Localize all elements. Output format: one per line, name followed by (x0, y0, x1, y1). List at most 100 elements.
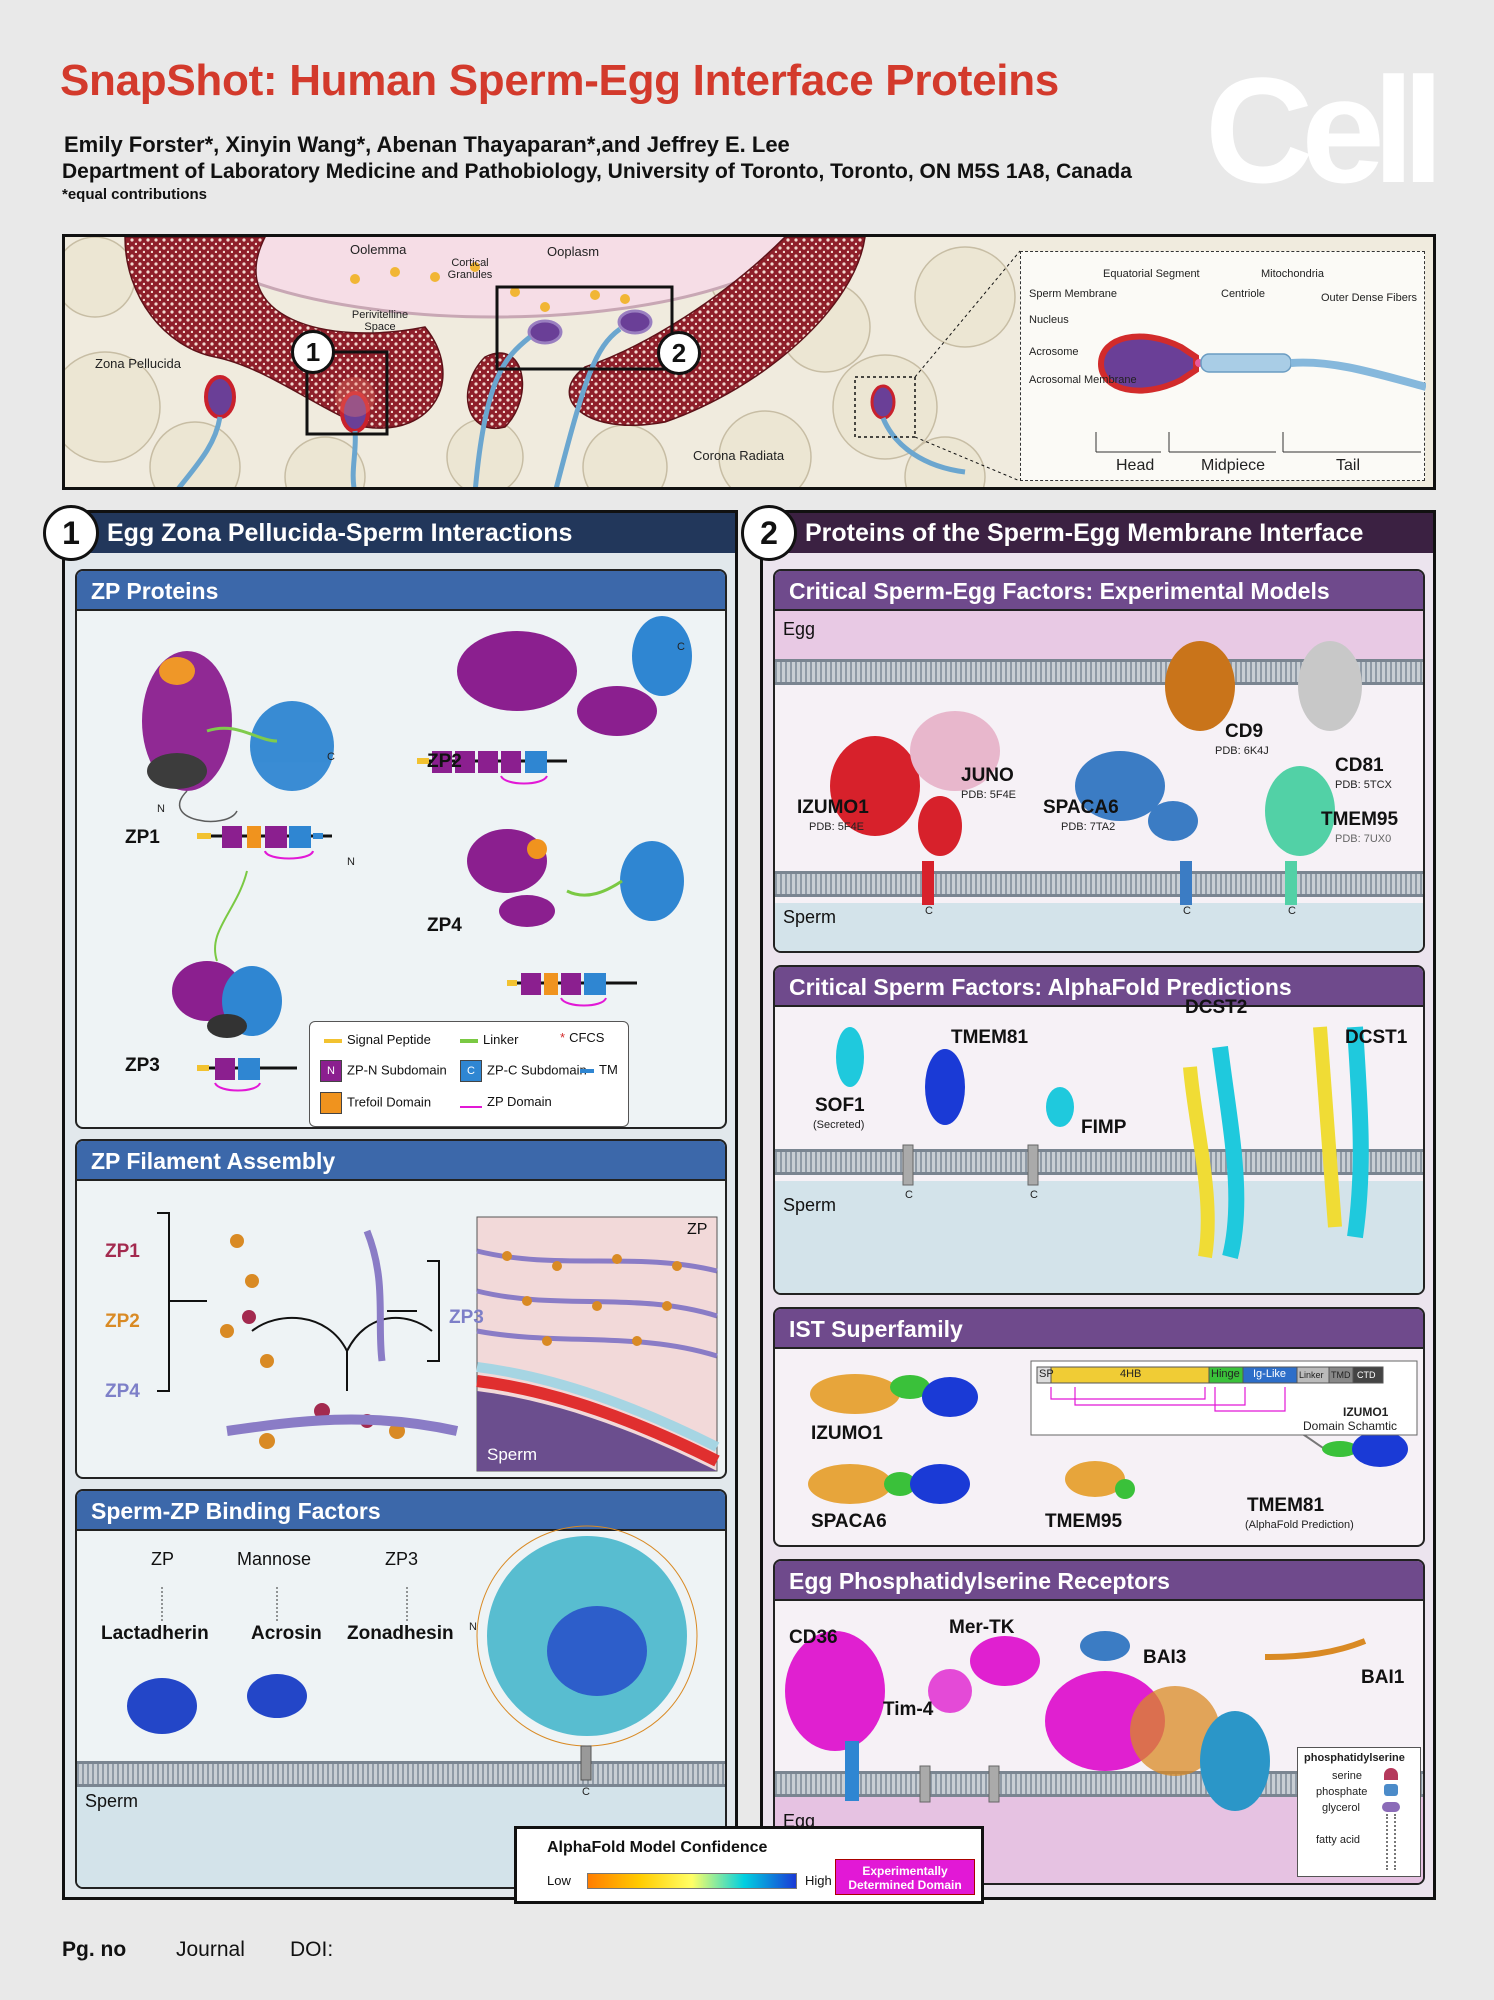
legend-zp-domain: ZP Domain (460, 1094, 552, 1109)
ps-legend-title: phosphatidylserine (1304, 1752, 1405, 1764)
phosphatidylserine-legend: phosphatidylserine serine phosphate glyc… (1297, 1747, 1421, 1877)
zp-filament-title: ZP Filament Assembly (77, 1141, 725, 1181)
domain-caption-izumo1: IZUMO1 (1343, 1405, 1389, 1419)
filament-zp-region-label: ZP (687, 1221, 708, 1238)
panel1-title: Egg Zona Pellucida-Sperm Interactions (107, 519, 573, 547)
ps-legend-glycerol: glycerol (1322, 1802, 1360, 1814)
fimp-label: FIMP (1081, 1117, 1127, 1138)
lactadherin-label: Lactadherin (101, 1623, 209, 1644)
alphafold-confidence-legend: AlphaFold Model Confidence Low High Expe… (514, 1826, 984, 1904)
legend-linker: Linker (460, 1032, 518, 1047)
phosphate-icon (1384, 1784, 1398, 1796)
sperm-label: Sperm (783, 907, 837, 927)
zp-proteins-title: ZP Proteins (77, 571, 725, 611)
filament-sperm-label: Sperm (487, 1445, 538, 1464)
confidence-title: AlphaFold Model Confidence (547, 1839, 768, 1856)
ps-legend-phosphate: phosphate (1316, 1786, 1368, 1798)
label-outer-dense-fibers: Outer Dense Fibers (1321, 292, 1417, 304)
label-zona-pellucida: Zona Pellucida (95, 356, 181, 371)
confidence-high: High (805, 1873, 832, 1888)
confidence-low: Low (547, 1873, 571, 1888)
tim4-label: Tim-4 (883, 1699, 934, 1720)
footer-page: Pg. no (62, 1938, 127, 1961)
experimental-models-title: Critical Sperm-Egg Factors: Experimental… (775, 571, 1423, 611)
label-ooplasm: Ooplasm (547, 244, 600, 259)
cd36-label: CD36 (789, 1627, 838, 1648)
label-mitochondria: Mitochondria (1261, 268, 1324, 280)
sof1-label: SOF1 (815, 1095, 865, 1116)
panel1-header: 1 Egg Zona Pellucida-Sperm Interactions (43, 505, 735, 561)
confidence-gradient (587, 1873, 797, 1889)
sperm-zp-binding-section: Sperm-ZP Binding Factors ZP Mannose ZP3 … (75, 1489, 727, 1889)
experimental-domain-swatch: Experimentally Determined Domain (835, 1859, 975, 1895)
mertk-label: Mer-TK (949, 1617, 1015, 1638)
lactadherin-ligand: ZP (151, 1549, 175, 1569)
footer-doi: DOI: (290, 1938, 334, 1961)
zonadhesin-n-terminus: N (469, 1621, 477, 1633)
label-centriole: Centriole (1221, 288, 1266, 300)
label-oolemma: Oolemma (350, 242, 407, 257)
zonadhesin-c-terminus: C (582, 1786, 590, 1798)
label-perivitelline-space: Perivitelline Space (351, 309, 409, 334)
acrosin-label: Acrosin (251, 1623, 322, 1644)
legend-cfcs: *CFCS (560, 1030, 605, 1045)
bai1-label: BAI1 (1361, 1667, 1405, 1688)
ist-structures (808, 1360, 1418, 1504)
legend-trefoil: Trefoil Domain (320, 1092, 431, 1114)
legend-signal-peptide: Signal Peptide (324, 1032, 431, 1047)
tmem95-pdb: PDB: 7UX0 (1335, 833, 1392, 845)
spaca6-label: SPACA6 (1043, 797, 1119, 818)
zp1-c-terminus: C (327, 751, 335, 763)
tmem81-c-terminus: C (905, 1189, 913, 1201)
domain-ctd: CTD (1357, 1370, 1376, 1380)
region-marker-1: 1 (291, 330, 335, 374)
ist-tmem95-label: TMEM95 (1045, 1511, 1123, 1532)
cd81-label: CD81 (1335, 755, 1384, 776)
izumo1-pdb: PDB: 5F4E (809, 821, 865, 833)
fatty-acid-icon (1386, 1814, 1389, 1870)
sperm-membrane-bar-2 (775, 871, 1423, 897)
footer-journal: Journal (176, 1938, 245, 1961)
panel2-header: 2 Proteins of the Sperm-Egg Membrane Int… (741, 505, 1433, 561)
ps-receptors-section: Egg Phosphatidylserine Receptors CD36 Me… (773, 1559, 1425, 1885)
tmem95-label: TMEM95 (1321, 809, 1399, 830)
ist-spaca6-label: SPACA6 (811, 1511, 887, 1532)
department: Department of Laboratory Medicine and Pa… (62, 160, 1132, 183)
domain-sp: SP (1039, 1368, 1054, 1380)
zonadhesin-label: Zonadhesin (347, 1623, 454, 1644)
ps-legend-serine: serine (1332, 1770, 1362, 1782)
legend-tm: TM (580, 1062, 618, 1077)
experimental-models-section: Critical Sperm-Egg Factors: Experimental… (773, 569, 1425, 953)
label-sperm-membrane: Sperm Membrane (1029, 288, 1118, 300)
equal-contributions-note: *equal contributions (62, 186, 208, 203)
label-tail: Tail (1336, 457, 1361, 474)
bai3-label: BAI3 (1143, 1647, 1187, 1668)
sperm-membrane-bar-3 (775, 1149, 1423, 1175)
ist-superfamily-section: IST Superfamily SP 4H (773, 1307, 1425, 1547)
domain-caption-schematic: Domain Schamtic (1303, 1419, 1398, 1433)
tmem95-c-terminus: C (1288, 905, 1296, 917)
sperm-cytoplasm-region-2 (775, 903, 1423, 951)
binding-sperm-label: Sperm (85, 1791, 139, 1811)
zp1-label: ZP1 (125, 827, 160, 848)
region-marker-2: 2 (657, 331, 701, 375)
alphafold-title: Critical Sperm Factors: AlphaFold Predic… (775, 967, 1423, 1007)
glycerol-icon (1382, 1802, 1400, 1812)
ist-tmem81-label: TMEM81 (1247, 1495, 1325, 1516)
acrosin-ligand: Mannose (237, 1549, 312, 1569)
ist-tmem81-note: (AlphaFold Prediction) (1245, 1519, 1354, 1531)
izumo1-c-terminus: C (925, 905, 933, 917)
juno-label: JUNO (961, 765, 1014, 786)
domain-linker: Linker (1299, 1370, 1324, 1380)
cell-logo: Cell (1205, 46, 1444, 214)
panel-zp-sperm-interactions: 1 Egg Zona Pellucida-Sperm Interactions … (43, 505, 738, 1900)
zp-protein-structures (142, 616, 692, 1092)
panel2-number: 2 (741, 505, 797, 561)
ist-superfamily-title: IST Superfamily (775, 1309, 1423, 1349)
zp4-n-terminus: N (347, 856, 355, 868)
zp3-label: ZP3 (125, 1055, 160, 1076)
sof1-note: (Secreted) (813, 1119, 865, 1131)
